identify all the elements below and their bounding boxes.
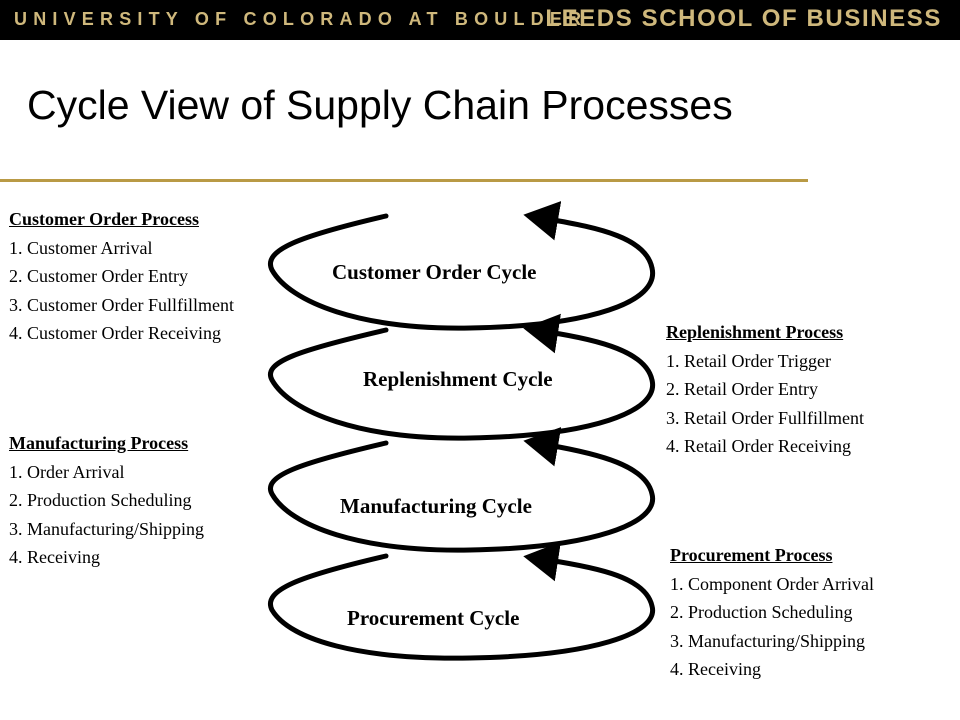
cycle-label-replenishment: Replenishment Cycle [363,367,553,391]
manufacturing-process: Manufacturing Process 1. Order Arrival 2… [9,429,204,572]
cycle-label-customer-order: Customer Order Cycle [332,260,537,284]
process-step: 4. Customer Order Receiving [9,323,221,343]
process-step: 2. Retail Order Entry [666,379,818,399]
process-step: 2. Production Scheduling [670,602,853,622]
process-step: 3. Manufacturing/Shipping [670,630,865,651]
customer-order-process: Customer Order Process 1. Customer Arriv… [9,205,234,348]
process-step: 4. Receiving [670,659,761,679]
process-step: 3. Customer Order Fullfillment [9,294,234,315]
procurement-process: Procurement Process 1. Component Order A… [670,541,874,684]
university-name: UNIVERSITY OF COLORADO AT BOULDER [14,9,588,29]
process-step: 3. Retail Order Fullfillment [666,407,864,428]
process-heading: Procurement Process [670,545,833,565]
cycle-label-manufacturing: Manufacturing Cycle [340,494,532,518]
title-rule [0,179,808,182]
process-step: 1. Order Arrival [9,461,125,482]
process-step: 1. Component Order Arrival [670,573,874,594]
process-step: 4. Receiving [9,547,100,567]
cycle-label-procurement: Procurement Cycle [347,606,520,630]
header-banner: UNIVERSITY OF COLORADO AT BOULDER LEEDS … [0,0,960,40]
replenishment-process: Replenishment Process 1. Retail Order Tr… [666,318,864,461]
process-step: 2. Production Scheduling [9,490,192,510]
process-step: 2. Customer Order Entry [9,266,188,286]
cycle-loop-manufacturing [268,426,656,553]
cycle-loop-replenishment [268,313,656,441]
process-step: 1. Customer Arrival [9,237,153,258]
slide-title: Cycle View of Supply Chain Processes [27,82,733,128]
school-name: LEEDS SCHOOL OF BUSINESS [545,5,942,32]
process-heading: Customer Order Process [9,209,199,229]
process-step: 3. Manufacturing/Shipping [9,518,204,539]
process-heading: Replenishment Process [666,322,844,342]
process-heading: Manufacturing Process [9,433,189,453]
cycle-loop-procurement [268,541,656,661]
process-step: 4. Retail Order Receiving [666,436,851,456]
cycle-loop-customer-order [268,200,656,331]
process-step: 1. Retail Order Trigger [666,350,831,371]
